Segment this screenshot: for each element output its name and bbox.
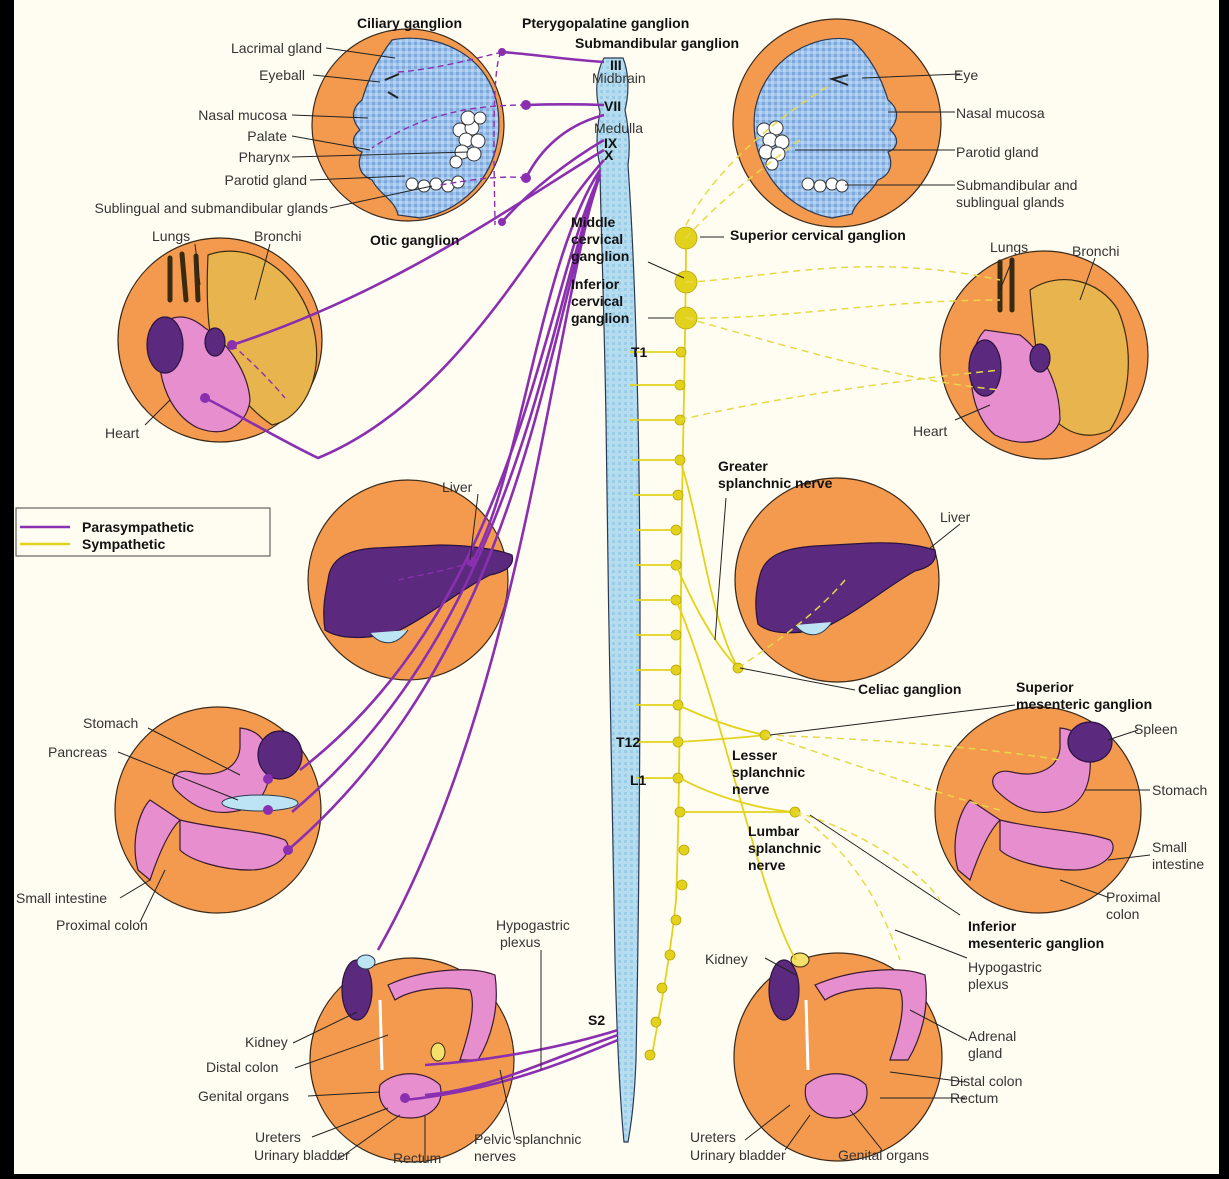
superior-mesenteric-label-2: mesenteric ganglion	[1016, 696, 1152, 712]
submandibular-right-label-1: Submandibular and	[956, 177, 1077, 193]
hypogastric-right-label-2: plexus	[968, 976, 1008, 992]
small-intestine-left-label: Small intestine	[16, 890, 107, 906]
greater-splanchnic-label-2: splanchnic nerve	[718, 475, 833, 491]
ciliary-ganglion-label: Ciliary ganglion	[357, 15, 462, 31]
lumbar-splanchnic-label-2: splanchnic	[748, 840, 821, 856]
superior-mesenteric-label-1: Superior	[1016, 679, 1074, 695]
inferior-mesenteric-label-1: Inferior	[968, 918, 1017, 934]
inferior-mesenteric-label-2: mesenteric ganglion	[968, 935, 1104, 951]
lesser-splanchnic-label-1: Lesser	[732, 747, 778, 763]
lesser-splanchnic-label-2: splanchnic	[732, 764, 805, 780]
nasal-mucosa-right-label: Nasal mucosa	[956, 105, 1045, 121]
bronchi-left-label: Bronchi	[254, 228, 301, 244]
cord-label-medulla: Medulla	[594, 120, 643, 136]
cord-label-L1: L1	[630, 772, 647, 788]
cord-label-S2: S2	[588, 1012, 605, 1028]
small-intestine-right-label-2: intestine	[1152, 856, 1204, 872]
middle-cervical-label-3: ganglion	[571, 248, 629, 264]
parotid-gland-left-label: Parotid gland	[224, 172, 307, 188]
pharynx-label: Pharynx	[239, 149, 290, 165]
hypogastric-left-label-1: Hypogastric	[496, 917, 570, 933]
kidney-left-label: Kidney	[245, 1034, 288, 1050]
heart-right-label: Heart	[913, 423, 947, 439]
cord-label-T12: T12	[616, 734, 640, 750]
greater-splanchnic-label-1: Greater	[718, 458, 768, 474]
legend-parasympathetic-label: Parasympathetic	[82, 519, 194, 535]
ureters-left-label: Ureters	[255, 1129, 301, 1145]
distal-colon-right-label: Distal colon	[950, 1073, 1022, 1089]
nasal-mucosa-left-label: Nasal mucosa	[198, 107, 287, 123]
hypogastric-right-label-1: Hypogastric	[968, 959, 1042, 975]
legend: Parasympathetic Sympathetic	[16, 508, 270, 556]
lungs-right-label: Lungs	[990, 239, 1028, 255]
proximal-colon-left-label: Proximal colon	[56, 917, 148, 933]
cord-label-VII: VII	[604, 98, 621, 114]
hypogastric-left-label-2: plexus	[500, 934, 540, 950]
pelvic-splanchnic-label-1: Pelvic splanchnic	[474, 1131, 581, 1147]
palate-label: Palate	[247, 128, 287, 144]
right-liver-organ	[735, 478, 939, 682]
kidney-right-label: Kidney	[705, 951, 748, 967]
genital-organs-left-label: Genital organs	[198, 1088, 289, 1104]
right-head-organ	[733, 19, 941, 227]
stomach-right-label: Stomach	[1152, 782, 1207, 798]
bronchi-right-label: Bronchi	[1072, 243, 1119, 259]
submandibular-right-label-2: sublingual glands	[956, 194, 1064, 210]
distal-colon-left-label: Distal colon	[206, 1059, 278, 1075]
proximal-colon-right-label-1: Proximal	[1106, 889, 1160, 905]
stomach-left-label: Stomach	[83, 715, 138, 731]
pelvic-splanchnic-label-2: nerves	[474, 1148, 516, 1164]
adrenal-gland-label-1: Adrenal	[968, 1028, 1016, 1044]
parotid-gland-right-label: Parotid gland	[956, 144, 1039, 160]
left-lung-heart-organ	[118, 238, 322, 442]
right-stomach-organ	[935, 707, 1141, 913]
superior-cervical-ganglion-label: Superior cervical ganglion	[730, 227, 906, 243]
adrenal-gland-label-2: gland	[968, 1045, 1002, 1061]
lumbar-splanchnic-label-1: Lumbar	[748, 823, 800, 839]
lungs-left-label: Lungs	[152, 228, 190, 244]
pterygopalatine-ganglion-label: Pterygopalatine ganglion	[522, 15, 689, 31]
lumbar-splanchnic-label-3: nerve	[748, 857, 786, 873]
middle-cervical-label-1: Middle	[571, 214, 616, 230]
heart-left-label: Heart	[105, 425, 139, 441]
rectum-left-label: Rectum	[393, 1150, 441, 1166]
pancreas-label: Pancreas	[48, 744, 107, 760]
liver-left-label: Liver	[442, 479, 473, 495]
genital-organs-right-label: Genital organs	[838, 1147, 929, 1163]
rectum-right-label: Rectum	[950, 1090, 998, 1106]
sublingual-label: Sublingual and submandibular glands	[94, 200, 328, 216]
submandibular-ganglion-label: Submandibular ganglion	[575, 35, 739, 51]
otic-ganglion-label: Otic ganglion	[370, 232, 459, 248]
left-head-organ	[312, 29, 504, 221]
middle-cervical-label-2: cervical	[571, 231, 623, 247]
small-intestine-right-label-1: Small	[1152, 839, 1187, 855]
cord-label-T1: T1	[631, 344, 648, 360]
inferior-cervical-label-3: ganglion	[571, 310, 629, 326]
legend-sympathetic-label: Sympathetic	[82, 536, 165, 552]
cord-label-midbrain: Midbrain	[592, 70, 646, 86]
eye-label: Eye	[954, 67, 978, 83]
right-pelvis-organ	[734, 953, 942, 1161]
celiac-ganglion-label: Celiac ganglion	[858, 681, 961, 697]
lesser-splanchnic-label-3: nerve	[732, 781, 770, 797]
right-lung-heart-organ	[940, 251, 1148, 459]
cord-label-X: X	[604, 147, 614, 163]
proximal-colon-right-label-2: colon	[1106, 906, 1139, 922]
liver-right-label: Liver	[940, 509, 971, 525]
eyeball-label: Eyeball	[259, 67, 305, 83]
lacrimal-gland-label: Lacrimal gland	[231, 40, 322, 56]
spleen-label: Spleen	[1134, 721, 1178, 737]
inferior-cervical-label-1: Inferior	[571, 276, 620, 292]
inferior-cervical-label-2: cervical	[571, 293, 623, 309]
urinary-bladder-right-label: Urinary bladder	[690, 1147, 786, 1163]
ureters-right-label: Ureters	[690, 1129, 736, 1145]
urinary-bladder-left-label: Urinary bladder	[254, 1147, 350, 1163]
